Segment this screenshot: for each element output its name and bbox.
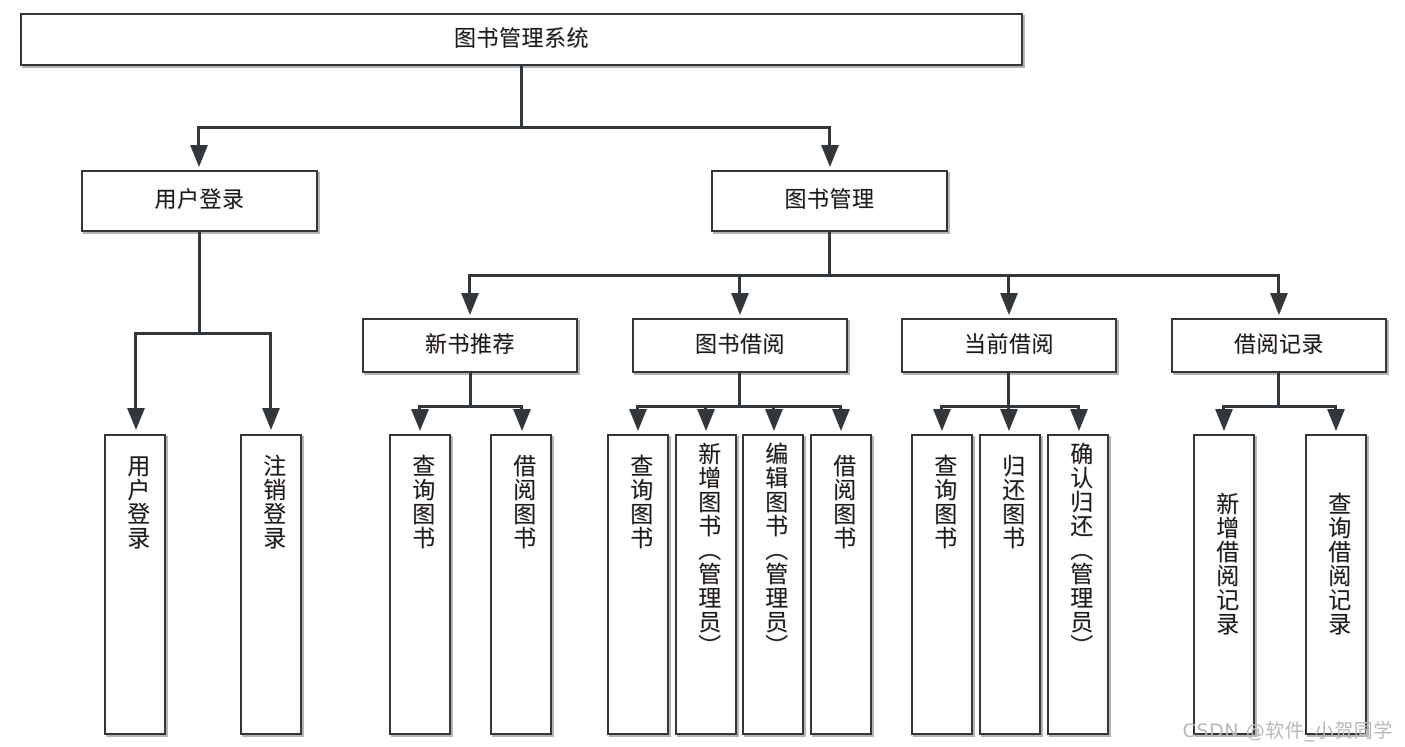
node-label: 图书管理系统: [453, 26, 589, 52]
arrow-current-borrow-leaf-1: [933, 409, 951, 431]
connector-book-mgmt-drop-2: [738, 274, 741, 298]
arrow-book-borrow-leaf-1: [629, 409, 647, 431]
node-label: 确认归还（管理员）: [1065, 442, 1092, 658]
leaf-current-borrow-confirm-return[interactable]: 确认归还（管理员）: [1047, 434, 1109, 735]
node-label: 新书推荐: [424, 332, 515, 358]
leaf-book-borrow-edit-book[interactable]: 编辑图书（管理员）: [742, 434, 804, 735]
arrow-root-to-book-mgmt: [821, 145, 839, 167]
leaf-borrow-record-query-record[interactable]: 查询借阅记录: [1305, 434, 1367, 735]
node-label: 用户登录: [154, 188, 245, 214]
arrow-root-to-user-login: [190, 145, 208, 167]
node-label: 归还图书: [997, 454, 1024, 550]
node-label: 新增图书（管理员）: [693, 442, 720, 658]
node-label: 用户登录: [122, 454, 149, 550]
arrow-book-borrow-leaf-2: [697, 409, 715, 431]
connector-current-borrow-bus: [940, 405, 1080, 408]
node-label: 当前借阅: [963, 332, 1054, 358]
connector-book-mgmt-drop-4: [1277, 274, 1280, 298]
node-current-borrow[interactable]: 当前借阅: [901, 318, 1117, 373]
connector-book-mgmt-drop-3: [1007, 274, 1010, 298]
node-book-management[interactable]: 图书管理: [711, 170, 948, 232]
node-label: 查询借阅记录: [1323, 492, 1350, 636]
connector-borrow-record-bus: [1222, 405, 1337, 408]
node-book-borrow[interactable]: 图书借阅: [632, 318, 848, 373]
connector-root-stem: [520, 66, 523, 128]
node-label: 编辑图书（管理员）: [760, 442, 787, 658]
connector-user-login-drop-2: [269, 332, 272, 412]
node-label: 图书管理: [784, 188, 875, 214]
leaf-book-borrow-borrow-book[interactable]: 借阅图书: [810, 434, 872, 735]
arrow-current-borrow-leaf-3: [1070, 409, 1088, 431]
arrow-user-login-leaf-2: [262, 408, 280, 430]
node-borrow-record[interactable]: 借阅记录: [1171, 318, 1387, 373]
connector-user-login-drop-1: [134, 332, 137, 412]
node-label: 新增借阅记录: [1211, 492, 1238, 636]
leaf-book-borrow-add-book[interactable]: 新增图书（管理员）: [675, 434, 737, 735]
arrow-user-login-leaf-1: [127, 408, 145, 430]
connector-user-login-stem: [198, 232, 201, 334]
arrow-current-borrow-leaf-2: [1000, 409, 1018, 431]
connector-user-login-bus: [134, 332, 272, 335]
arrow-borrow-record-leaf-1: [1215, 409, 1233, 431]
arrow-book-mgmt-to-current-borrow: [1000, 293, 1018, 315]
connector-root-to-book-mgmt: [828, 126, 831, 150]
node-label: 查询图书: [407, 454, 434, 550]
leaf-new-book-query-book[interactable]: 查询图书: [389, 434, 451, 735]
connector-current-borrow-stem: [1007, 373, 1010, 407]
node-label: 借阅图书: [508, 454, 535, 550]
leaf-user-login-logout[interactable]: 注销登录: [240, 434, 302, 735]
connector-book-mgmt-stem: [828, 232, 831, 276]
leaf-book-borrow-query-book[interactable]: 查询图书: [607, 434, 669, 735]
connector-book-mgmt-bus: [468, 274, 1280, 277]
node-new-book-recommend[interactable]: 新书推荐: [362, 318, 578, 373]
connector-book-mgmt-drop-1: [468, 274, 471, 298]
connector-root-bus: [197, 126, 831, 129]
node-label: 查询图书: [929, 454, 956, 550]
arrow-borrow-record-leaf-2: [1327, 409, 1345, 431]
arrow-new-book-leaf-1: [411, 409, 429, 431]
arrow-book-borrow-leaf-3: [765, 409, 783, 431]
leaf-current-borrow-return-book[interactable]: 归还图书: [979, 434, 1041, 735]
connector-new-book-bus: [418, 405, 523, 408]
node-label: 图书借阅: [694, 332, 785, 358]
arrow-new-book-leaf-2: [513, 409, 531, 431]
arrow-book-mgmt-to-new-book: [461, 293, 479, 315]
connector-book-borrow-stem: [738, 373, 741, 407]
csdn-watermark: CSDN @软件_小贺同学: [1182, 720, 1393, 742]
arrow-book-borrow-leaf-4: [832, 409, 850, 431]
node-user-login[interactable]: 用户登录: [81, 170, 318, 232]
leaf-user-login-login[interactable]: 用户登录: [104, 434, 166, 735]
leaf-current-borrow-query-book[interactable]: 查询图书: [911, 434, 973, 735]
node-root-system[interactable]: 图书管理系统: [20, 13, 1023, 66]
node-label: 查询图书: [625, 454, 652, 550]
leaf-new-book-borrow-book[interactable]: 借阅图书: [490, 434, 552, 735]
connector-book-borrow-bus: [636, 405, 842, 408]
arrow-book-mgmt-to-book-borrow: [731, 293, 749, 315]
node-label: 借阅记录: [1233, 332, 1324, 358]
node-label: 借阅图书: [828, 454, 855, 550]
connector-new-book-stem: [469, 373, 472, 407]
leaf-borrow-record-add-record[interactable]: 新增借阅记录: [1193, 434, 1255, 735]
connector-borrow-record-stem: [1277, 373, 1280, 407]
node-label: 注销登录: [258, 454, 285, 550]
arrow-book-mgmt-to-borrow-record: [1270, 293, 1288, 315]
connector-root-to-user-login: [197, 126, 200, 150]
